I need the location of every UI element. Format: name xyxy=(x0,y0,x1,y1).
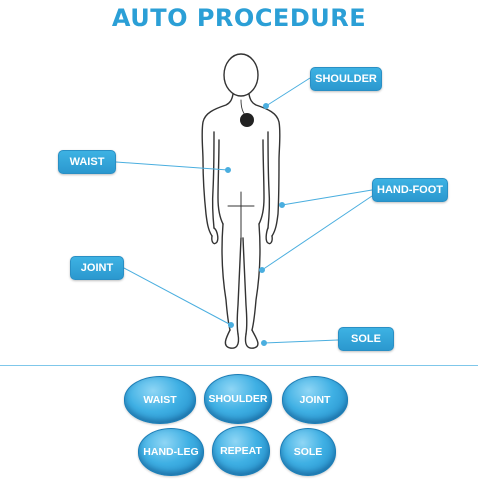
label-sole: SOLE xyxy=(338,327,394,351)
pebble-shoulder: SHOULDER xyxy=(204,374,272,424)
section-divider xyxy=(0,365,478,366)
connector-lines xyxy=(115,77,373,346)
label-shoulder: SHOULDER xyxy=(310,67,382,91)
pebble-repeat-label: REPEAT xyxy=(220,445,262,457)
pebble-shoulder-label: SHOULDER xyxy=(208,393,268,405)
pebble-waist: WAIST xyxy=(124,376,196,424)
pebble-joint-label: JOINT xyxy=(299,394,331,406)
pebble-hand-leg-label: HAND-LEG xyxy=(143,446,199,458)
pebble-waist-label: WAIST xyxy=(143,394,177,406)
shoulder-node-icon xyxy=(240,113,254,127)
pebble-sole: SOLE xyxy=(280,428,336,476)
body-diagram: SHOULDER WAIST HAND-FOOT JOINT SOLE xyxy=(58,53,448,351)
pebble-sole-label: SOLE xyxy=(293,446,323,458)
human-silhouette xyxy=(201,53,281,349)
pebble-repeat: REPEAT xyxy=(212,426,270,476)
pebble-joint: JOINT xyxy=(282,376,348,424)
page-title: AUTO PROCEDURE xyxy=(111,4,367,32)
body-figure-svg xyxy=(115,53,373,349)
label-hand-foot: HAND-FOOT xyxy=(372,178,448,202)
label-joint: JOINT xyxy=(70,256,124,280)
pebble-hand-leg: HAND-LEG xyxy=(138,428,204,476)
label-waist: WAIST xyxy=(58,150,116,174)
